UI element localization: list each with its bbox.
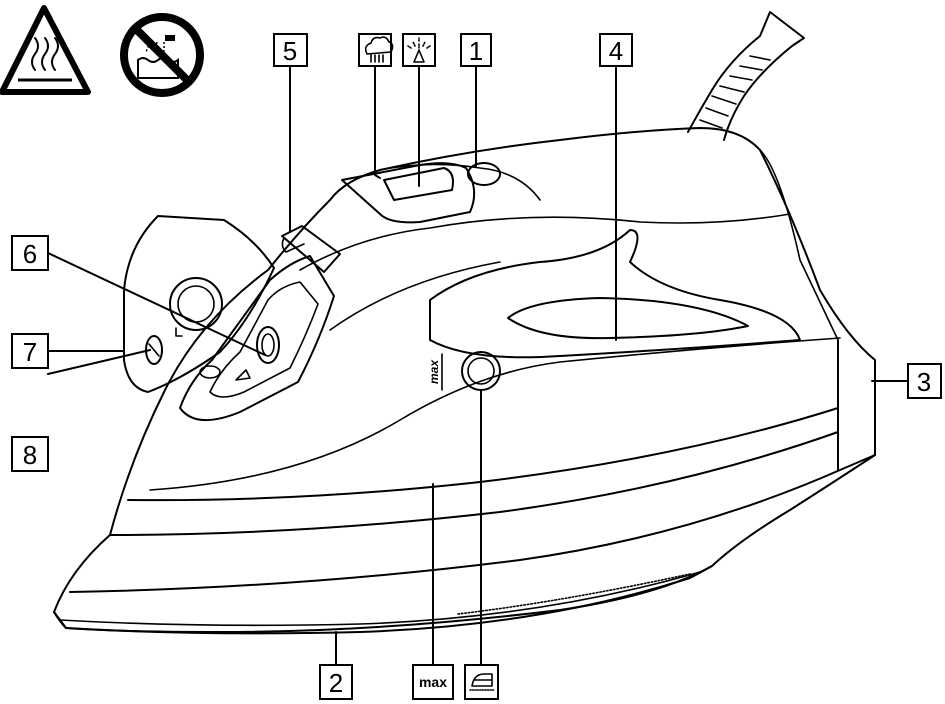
leader-lines [47,63,909,667]
callout-label: 7 [23,337,37,367]
callout-6: 6 [11,235,49,271]
no-immersion-icon [120,13,204,97]
max-fill-mark: max [427,353,443,391]
leader-8 [47,349,151,375]
max-fill-icon: max [412,664,454,700]
leader-6 [47,252,266,356]
max-symbol-text: max [419,674,447,690]
iron-body [53,127,876,635]
spray-icon [402,33,436,67]
callout-label: 8 [23,440,37,470]
callout-7: 7 [11,333,49,369]
max-fill-text: max [427,359,441,384]
callout-label: 6 [23,239,37,269]
burst-of-steam-icon [358,33,394,67]
callout-2: 2 [319,664,353,700]
leader-burst [374,63,381,179]
callout-label: 1 [469,36,483,66]
callout-3: 3 [907,363,942,399]
power-cord [687,11,805,141]
callout-label: 5 [283,36,297,66]
self-clean-icon [464,664,499,700]
callout-label: 4 [609,36,623,66]
hot-surface-warning-icon [0,5,91,95]
callout-8-box: 8 [11,436,49,472]
callout-5: 5 [273,33,308,67]
callout-label: 2 [329,668,343,698]
callout-4: 4 [599,33,633,67]
callout-label: 3 [917,367,931,397]
callout-1: 1 [460,33,492,67]
